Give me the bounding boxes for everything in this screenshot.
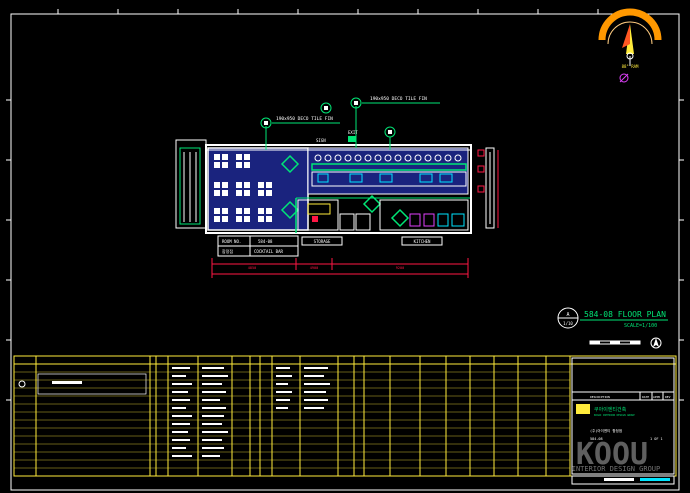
fixture-callouts xyxy=(320,102,396,150)
dim-mid: 4900 xyxy=(310,266,318,270)
dim-right: 9200 xyxy=(396,266,404,270)
kitchen-label: KITCHEN xyxy=(414,239,431,244)
room-no-value: 584-08 xyxy=(258,239,273,244)
title-description: DESCRIPTION xyxy=(590,395,610,399)
storage-label: STORAGE xyxy=(314,239,331,244)
room-no-label: ROOM NO. xyxy=(222,239,241,244)
outer-frame xyxy=(10,13,680,491)
dim-left: 4850 xyxy=(248,266,256,270)
exterior-wall xyxy=(205,144,472,234)
sheet-no: 1 OF 1 xyxy=(650,437,663,441)
title-appr: APPR xyxy=(653,395,660,399)
title-date: DATE xyxy=(642,395,649,399)
kitchen-room xyxy=(379,199,469,231)
watermark: KOOU INTERIOR DESIGN GROUP xyxy=(572,437,661,473)
plan-circle-top: A xyxy=(566,312,569,318)
drawing-no: 584-08 xyxy=(590,437,603,441)
frame-tick-marks xyxy=(6,9,684,401)
tile-label-2: 190x950 DECO TILE FIN xyxy=(370,96,427,102)
bar-stools xyxy=(314,154,462,162)
plan-title-block: A 1/10 584-08 FLOOR PLAN SCALE=1/100 xyxy=(557,307,668,329)
storage-tag: STORAGE xyxy=(301,236,343,246)
room-name: 합정점 xyxy=(222,248,233,254)
right-elevation xyxy=(477,147,495,229)
plan-scale: SCALE=1/100 xyxy=(624,323,657,329)
compass-rose: 88° RAM xyxy=(598,8,662,83)
sign-label: SIGN xyxy=(316,138,326,143)
scale-bar xyxy=(589,337,662,349)
company-name: 쿠아이엔티건축 xyxy=(594,406,627,413)
title-rev: REV xyxy=(665,395,671,399)
tile-label-1: 190x950 DECO TILE FIN xyxy=(276,116,333,122)
room-type: COCKTAIL BAR xyxy=(254,249,283,254)
watermark-sub: INTERIOR DESIGN GROUP xyxy=(572,465,661,473)
project-name: (주)아이엔티 합정점 xyxy=(590,428,622,433)
tile-callout-1: 190x950 DECO TILE FIN xyxy=(260,116,340,150)
storage-room xyxy=(297,199,339,231)
bottom-strip xyxy=(571,475,675,485)
bar-counter xyxy=(311,163,467,171)
drawing-title-box: DESCRIPTION DATE APPR REV 쿠아이엔티건축 KOOAI … xyxy=(571,357,675,475)
kitchen-tag: KITCHEN xyxy=(401,236,443,246)
plan-circle-bottom: 1/10 xyxy=(563,321,573,326)
room-tag: ROOM NO. 584-08 합정점 COCKTAIL BAR xyxy=(217,235,299,257)
dimension-lines xyxy=(211,150,499,278)
watermark-text: KOOU xyxy=(576,437,648,472)
schedule-entries xyxy=(172,367,330,457)
plan-title: 584-08 FLOOR PLAN xyxy=(584,310,666,319)
title-block-table xyxy=(13,355,677,477)
company-sub: KOOAI INTERIOR DESIGN GROUP xyxy=(594,413,635,417)
tile-callout-2: 190x950 DECO TILE FIN xyxy=(350,96,440,148)
compass-label: 88° RAM xyxy=(622,64,639,69)
exit-label: EXIT xyxy=(348,130,358,135)
floor-plan[interactable]: 190x950 DECO TILE FIN 190x950 DECO TILE … xyxy=(175,96,499,278)
title-block-rows xyxy=(14,371,570,469)
dining-tables xyxy=(214,154,272,222)
